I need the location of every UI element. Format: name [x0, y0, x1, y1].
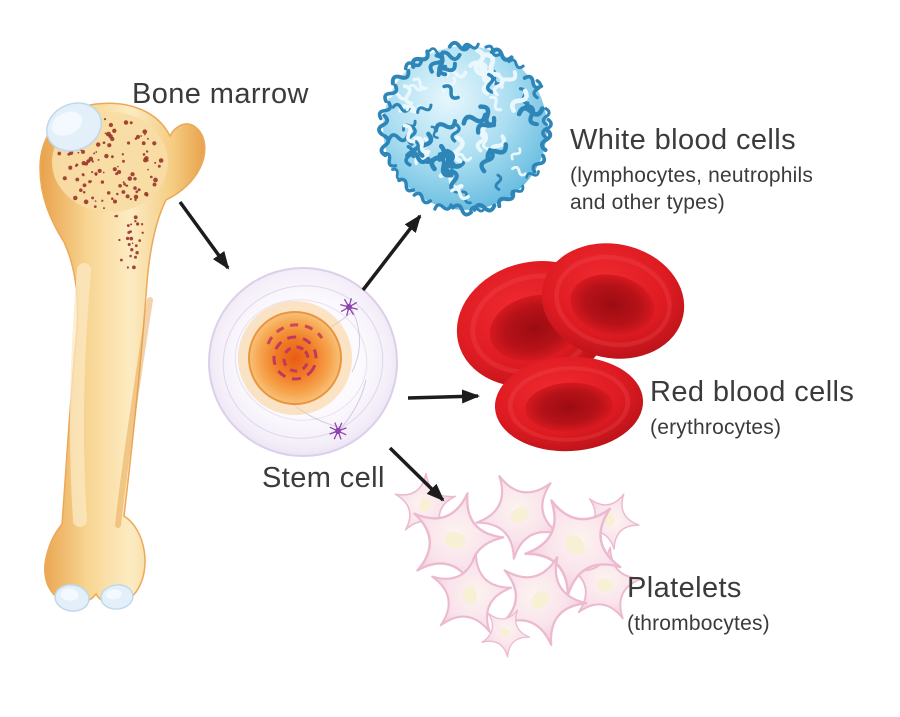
rbc-label-subtitle: (erythrocytes): [650, 416, 782, 439]
rbc-label-block: Red blood cells (erythrocytes): [650, 376, 854, 441]
arrow-stem-to-platelets: [388, 446, 445, 502]
stem-cell-label: Stem cell: [262, 462, 385, 494]
wbc-label-title: White blood cells: [570, 124, 797, 156]
platelets-label-title: Platelets: [627, 572, 742, 604]
cartilage-cap-bottom-right: [100, 584, 134, 610]
arrow-stem-to-wbc: [361, 214, 422, 292]
cartilage-cap-bottom-left: [54, 584, 90, 612]
cartilage-cap-top: [46, 102, 102, 152]
bone-marrow-label: Bone marrow: [132, 78, 309, 110]
arrow-bone-to-stem: [178, 200, 230, 270]
wbc-label-subtitle-line1: (lymphocytes, neutrophils: [570, 164, 814, 187]
wbc-label-subtitle-line2: and other types): [570, 191, 725, 214]
white-blood-cell-illustration: [377, 40, 553, 217]
marrow-speckles: [57, 118, 164, 270]
platelets-illustration: [384, 455, 647, 663]
bone-illustration: [39, 102, 206, 612]
platelets-label-subtitle: (thrombocytes): [627, 612, 770, 635]
wbc-label-block: White blood cells (lymphocytes, neutroph…: [570, 124, 813, 216]
platelets-label-block: Platelets (thrombocytes): [627, 572, 770, 637]
rbc-label-title: Red blood cells: [650, 376, 855, 408]
wbc-texture: [377, 40, 553, 217]
arrow-stem-to-rbc: [407, 389, 480, 404]
stem-cell-illustration: [208, 267, 398, 457]
